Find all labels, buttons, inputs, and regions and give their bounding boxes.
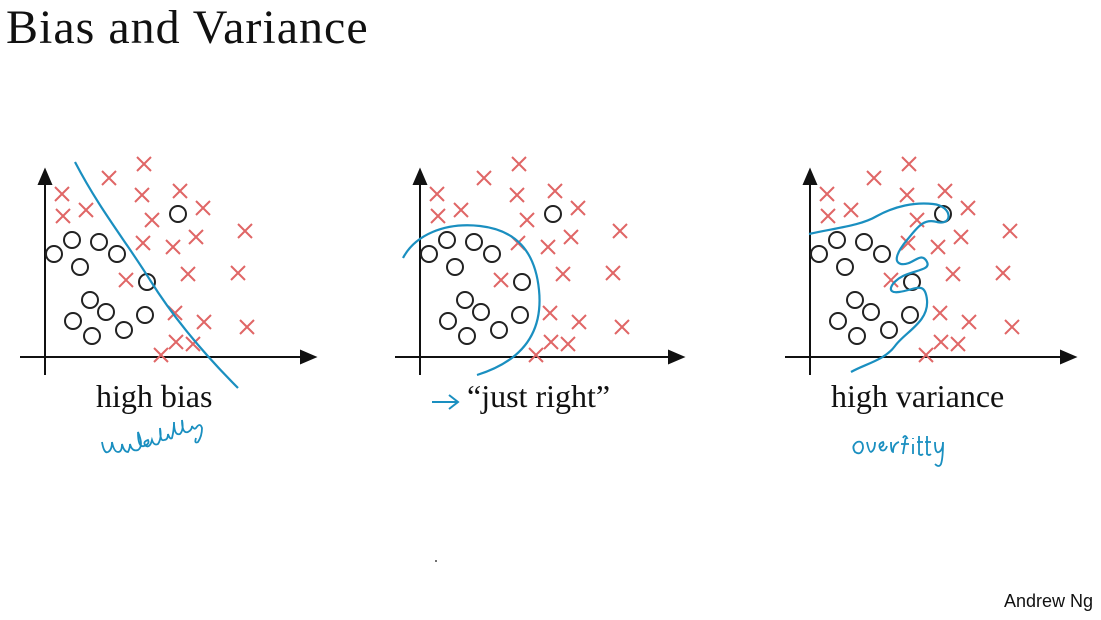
panel-just-right: “just right” xyxy=(385,150,686,414)
decision-boundary xyxy=(402,224,541,377)
decision-boundary xyxy=(74,161,239,389)
x-markers xyxy=(54,156,255,363)
handwritten-overfitting xyxy=(852,435,944,467)
plot-just-right xyxy=(395,156,686,377)
o-markers xyxy=(810,205,952,345)
axes xyxy=(785,167,1078,375)
panel-high-variance: high variance xyxy=(775,150,1078,467)
decision-boundary xyxy=(808,202,950,373)
slide-title: Bias and Variance xyxy=(6,1,369,54)
author-credit: Andrew Ng xyxy=(1003,591,1093,611)
x-markers xyxy=(819,156,1020,363)
plot-high-bias xyxy=(20,156,318,389)
panel-high-bias: high bias xyxy=(10,150,318,454)
x-markers xyxy=(429,156,630,363)
o-markers xyxy=(45,205,187,345)
o-markers xyxy=(420,205,562,345)
axes xyxy=(20,167,318,375)
plot-high-variance xyxy=(785,156,1078,375)
stray-dot xyxy=(435,560,437,562)
axes xyxy=(395,167,686,375)
caption-just-right: “just right” xyxy=(467,378,611,414)
arrow-right-icon xyxy=(432,394,460,410)
caption-high-bias: high bias xyxy=(96,378,213,414)
handwritten-underfitting xyxy=(101,419,203,454)
caption-high-variance: high variance xyxy=(831,378,1005,414)
